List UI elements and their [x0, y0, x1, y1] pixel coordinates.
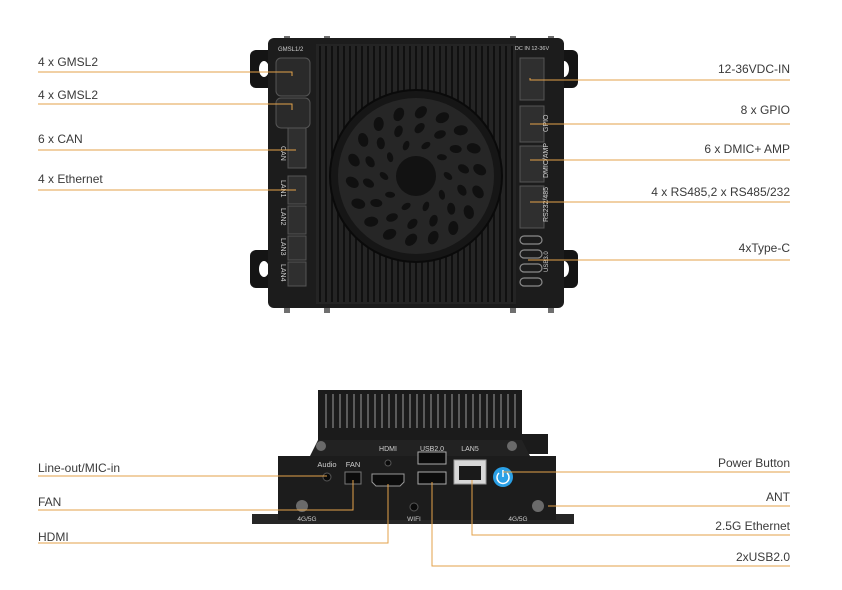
- callout-ant: ANT: [766, 490, 790, 504]
- callout-fan: FAN: [38, 495, 62, 509]
- ant-left-label: 4G/5G: [297, 516, 316, 523]
- lan4-port-label: LAN4: [279, 264, 286, 282]
- callout-gpio: 8 x GPIO: [740, 103, 790, 117]
- front-view-device: Audio FAN HDMI USB2.0 LAN5 4G/5G WIFI 4G…: [252, 390, 574, 524]
- wifi-label: WIFI: [407, 516, 421, 523]
- callout-type-c: 4xType-C: [738, 241, 790, 255]
- callout-gmsl2-b: 4 x GMSL2: [38, 88, 99, 102]
- top-view-device: GMSL1/2 DC IN 12-36V CAN LAN1 LAN2 LAN3 …: [250, 36, 578, 313]
- callout-usb2: 2xUSB2.0: [735, 550, 790, 564]
- lan1-port-label: LAN1: [279, 180, 286, 198]
- audio-port-label: Audio: [317, 460, 336, 469]
- lan2-port-label: LAN2: [279, 208, 286, 226]
- gpio-port-label: GPIO: [543, 114, 550, 132]
- can-port-label: CAN: [279, 146, 286, 161]
- fan-port-label: FAN: [346, 460, 361, 469]
- lan3-port-label: LAN3: [279, 238, 286, 256]
- rs-port-label: RS232/485: [543, 187, 550, 222]
- callout-dc-in: 12-36VDC-IN: [717, 62, 790, 76]
- dcin-port-label: DC IN 12-36V: [515, 46, 550, 52]
- callout-2-5g-ethernet: 2.5G Ethernet: [715, 519, 790, 533]
- callout-hdmi: HDMI: [38, 530, 69, 544]
- ant-right-label: 4G/5G: [508, 516, 527, 523]
- usb-port-label: USB3.0: [544, 251, 550, 272]
- callout-power-button: Power Button: [717, 456, 790, 470]
- callout-gmsl2-a: 4 x GMSL2: [38, 55, 99, 69]
- hdmi-port-label: HDMI: [379, 446, 397, 453]
- usb-port-label-front: USB2.0: [420, 446, 444, 453]
- callout-can: 6 x CAN: [38, 132, 83, 146]
- callout-line-out: Line-out/MIC-in: [38, 461, 121, 475]
- callout-dmic: 6 x DMIC+ AMP: [704, 142, 790, 156]
- lan5-port-label: LAN5: [461, 446, 479, 453]
- callout-ethernet: 4 x Ethernet: [38, 172, 103, 186]
- gmsl-port-label: GMSL1/2: [278, 47, 304, 53]
- callout-rs485: 4 x RS485,2 x RS485/232: [651, 185, 790, 199]
- top-view-leaders: [38, 71, 790, 261]
- front-view-leaders: [38, 471, 790, 567]
